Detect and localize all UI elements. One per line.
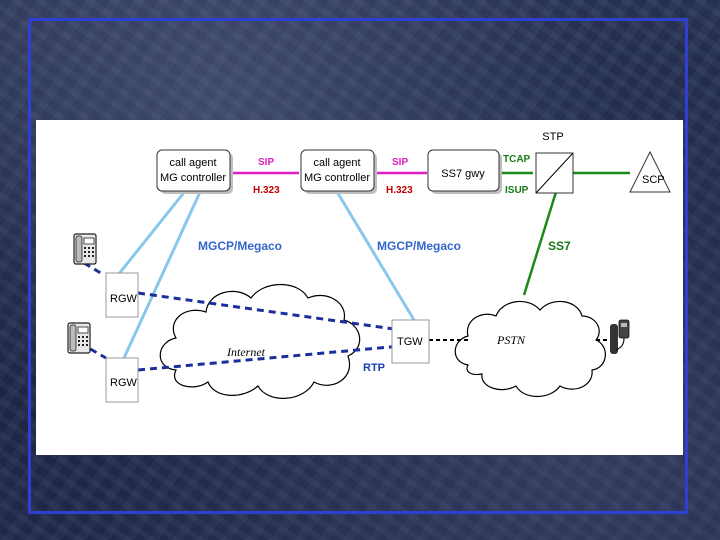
call-agent-2-line1: call agent xyxy=(313,157,360,169)
stp-label: STP xyxy=(542,131,563,143)
ss7-gateway-box[interactable]: SS7 gwy xyxy=(427,149,502,194)
telephone-icon xyxy=(67,322,91,354)
scp-node[interactable]: SCP xyxy=(629,150,671,193)
ss7-gwy-label: SS7 gwy xyxy=(441,168,485,180)
mgcp-link-ca2-tgw xyxy=(334,189,416,321)
pstn-cloud xyxy=(454,300,606,398)
rgw-box-2[interactable]: RGW xyxy=(105,357,139,403)
tgw-label: TGW xyxy=(397,336,423,348)
telephone-icon xyxy=(73,233,97,265)
scp-label: SCP xyxy=(642,174,665,186)
call-agent-box-1[interactable]: call agent MG controller xyxy=(156,149,233,194)
call-agent-box-2[interactable]: call agent MG controller xyxy=(300,149,377,194)
ss7-link-stp-pstn xyxy=(522,191,558,296)
internet-cloud xyxy=(159,284,361,399)
rgw-1-label: RGW xyxy=(110,293,138,305)
mgcp-links xyxy=(116,189,416,359)
mgcp-label-2: MGCP/Megaco xyxy=(377,239,461,253)
network-diagram-panel: call agent MG controller call agent MG c… xyxy=(36,120,683,455)
sip-label-2: SIP xyxy=(392,157,408,168)
tcap-label: TCAP xyxy=(503,154,531,165)
pstn-label: PSTN xyxy=(496,333,526,347)
mgcp-link-ca1-rgw1 xyxy=(116,189,188,276)
mgcp-label-1: MGCP/Megaco xyxy=(198,239,282,253)
payphone-icon xyxy=(610,319,630,354)
isup-label: ISUP xyxy=(505,185,529,196)
rtp-label: RTP xyxy=(363,362,385,374)
call-agent-1-line2: MG controller xyxy=(160,172,226,184)
network-diagram: call agent MG controller call agent MG c… xyxy=(67,131,671,403)
internet-label: Internet xyxy=(226,345,266,359)
rtp-link-phone1-rgw1 xyxy=(83,261,105,277)
h323-label-1: H.323 xyxy=(253,185,280,196)
call-agent-2-line2: MG controller xyxy=(304,172,370,184)
ss7-label: SS7 xyxy=(548,239,571,253)
rtp-link-rgw1-tgw xyxy=(137,291,402,332)
call-agent-1-line1: call agent xyxy=(169,157,216,169)
rgw-2-label: RGW xyxy=(110,377,138,389)
rtp-link-rgw2-tgw xyxy=(137,344,402,372)
tgw-box[interactable]: TGW xyxy=(391,319,430,364)
mgcp-link-ca1-rgw2 xyxy=(122,189,203,359)
h323-label-2: H.323 xyxy=(386,185,413,196)
sip-label-1: SIP xyxy=(258,157,274,168)
stp-box[interactable]: STP xyxy=(535,131,574,194)
slide-frame xyxy=(28,18,688,514)
rgw-box-1[interactable]: RGW xyxy=(105,272,139,318)
